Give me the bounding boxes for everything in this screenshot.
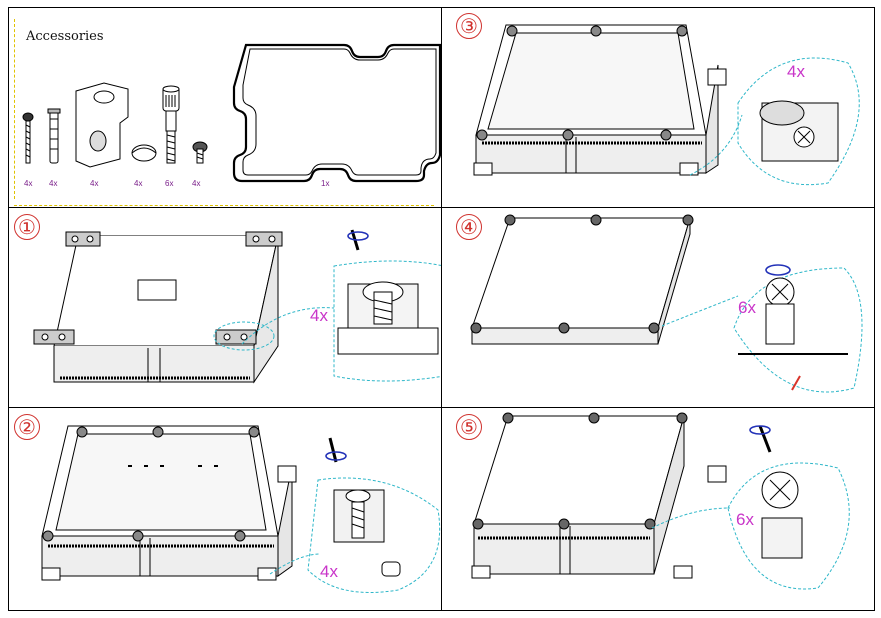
quantity-bracket: 4x xyxy=(90,179,99,188)
step-3-drawing xyxy=(473,24,860,186)
quantity-gasket: 1x xyxy=(321,179,330,188)
step-1-detail xyxy=(333,229,441,382)
panel-divider-left-bottom xyxy=(8,407,442,409)
panel-divider-right-bottom xyxy=(441,407,875,409)
small-screw-icon xyxy=(192,141,208,164)
mounting-bracket-icon xyxy=(75,82,129,168)
corner-bracket-3-icon xyxy=(33,329,75,345)
quantity-small-screw: 4x xyxy=(192,179,201,188)
step-3-number: ③ xyxy=(456,13,482,39)
tapping-screw-icon xyxy=(22,112,34,164)
step-3-quantity: 4x xyxy=(787,62,805,81)
gasket-icon xyxy=(232,43,441,183)
lid-screw-icon xyxy=(162,85,180,164)
step-4-drawing xyxy=(470,214,863,393)
quantity-tapping-screw: 4x xyxy=(24,179,33,188)
accessories-panel: Accessories xyxy=(8,7,441,207)
step-5-quantity: 6x xyxy=(736,510,754,529)
step-2-panel: ② xyxy=(8,408,441,611)
wall-plug-icon xyxy=(47,108,61,164)
accessories-guide-bottom xyxy=(14,205,434,207)
step-3-detail xyxy=(737,57,860,186)
quantity-lid-screw: 6x xyxy=(165,179,174,188)
step-4-quantity: 6x xyxy=(738,298,756,317)
step-5-detail xyxy=(727,425,850,590)
step-2-drawing xyxy=(41,425,441,593)
quantity-wall-plug: 4x xyxy=(49,179,58,188)
step-1-quantity: 4x xyxy=(310,306,328,325)
step-4-panel: ④ 6x xyxy=(442,208,875,407)
accessories-guide-line xyxy=(14,19,16,199)
corner-bracket-1-icon xyxy=(65,231,101,247)
panel-divider-right-top xyxy=(441,207,875,209)
step-3-panel: ③ 4x xyxy=(442,7,875,207)
step-5-panel: ⑤ 6x xyxy=(442,408,875,611)
step-2-number: ② xyxy=(14,414,40,440)
step-1-drawing xyxy=(33,229,441,384)
panel-divider-vertical xyxy=(441,7,443,611)
panel-divider-left-top xyxy=(8,207,442,209)
accessories-title: Accessories xyxy=(26,29,104,44)
cover-cap-icon xyxy=(131,144,157,162)
quantity-cover-cap: 4x xyxy=(134,179,143,188)
step-2-quantity: 4x xyxy=(320,562,338,581)
accessories-drawing xyxy=(22,43,441,183)
step-5-number: ⑤ xyxy=(456,414,482,440)
step-2-detail xyxy=(307,437,441,593)
step-1-panel: ① 4x xyxy=(8,208,441,407)
step-5-drawing xyxy=(471,412,850,590)
step-4-detail xyxy=(733,264,863,393)
step-4-number: ④ xyxy=(456,214,482,240)
step-1-number: ① xyxy=(14,214,40,240)
corner-bracket-2-icon xyxy=(245,231,283,247)
